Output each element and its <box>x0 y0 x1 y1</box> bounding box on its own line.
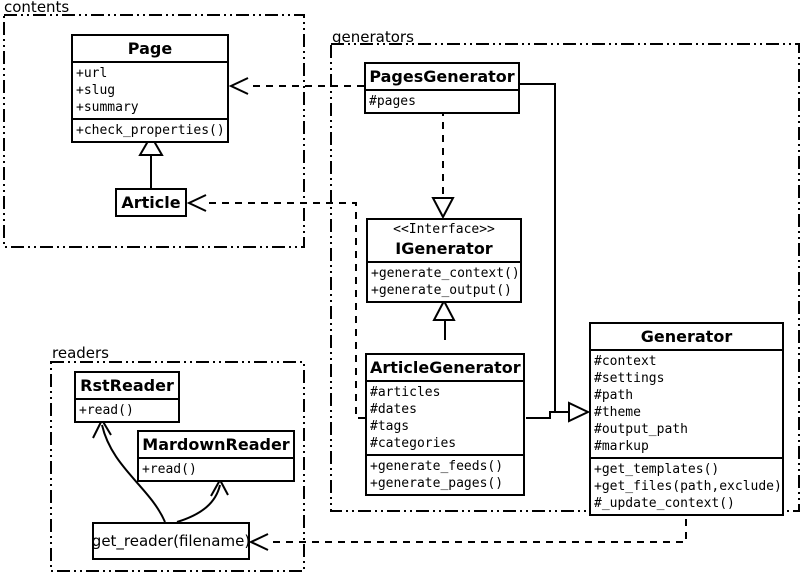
class-generator-methods: +get_templates() +get_files(path,exclude… <box>591 457 782 514</box>
realization-articlegenerator-to-igenerator <box>432 298 456 340</box>
dependency-articlegenerator-to-article <box>186 194 365 419</box>
attribute: +summary <box>76 100 139 115</box>
attribute: #path <box>594 388 634 403</box>
attribute: #markup <box>594 439 649 454</box>
class-articlegenerator-attributes: #articles #dates #tags #categories <box>367 380 523 454</box>
attribute: #tags <box>370 419 410 434</box>
class-pagesgenerator: PagesGenerator #pages <box>364 62 520 114</box>
class-pagesgenerator-title: PagesGenerator <box>369 67 515 86</box>
package-contents-border <box>3 14 305 248</box>
package-readers-border <box>50 361 305 572</box>
method: +get_templates() <box>594 462 720 477</box>
attribute: #articles <box>370 385 441 400</box>
class-igenerator-stereotype: <<Interface>> <box>393 222 495 237</box>
package-label-readers: readers <box>52 344 109 362</box>
class-article: Article <box>115 188 187 217</box>
method: +generate_context() <box>371 266 520 281</box>
class-rstreader: RstReader +read() <box>74 371 180 423</box>
class-mardownreader: MardownReader +read() <box>137 430 295 482</box>
method: +generate_output() <box>371 283 512 298</box>
class-mardownreader-methods: +read() <box>139 457 293 480</box>
method: +read() <box>79 403 134 418</box>
method: #_update_context() <box>594 496 735 511</box>
class-generator: Generator #context #settings #path #them… <box>589 322 784 516</box>
attribute: +slug <box>76 83 116 98</box>
inheritance-article-to-page <box>138 134 164 188</box>
class-generator-attributes: #context #settings #path #theme #output_… <box>591 349 782 457</box>
class-article-title: Article <box>121 193 181 212</box>
method: +generate_feeds() <box>370 459 504 474</box>
function-get-reader: get_reader(filename) <box>92 522 250 560</box>
package-generators-border <box>330 43 800 512</box>
class-articlegenerator-title: ArticleGenerator <box>370 358 521 377</box>
method: +get_files(path,exclude) <box>594 479 782 494</box>
attribute: #pages <box>369 94 416 109</box>
class-rstreader-methods: +read() <box>76 398 178 421</box>
attribute: +url <box>76 66 108 81</box>
class-articlegenerator: ArticleGenerator #articles #dates #tags … <box>365 353 525 496</box>
class-articlegenerator-methods: +generate_feeds() +generate_pages() <box>367 454 523 494</box>
function-get-reader-label: get_reader(filename) <box>91 532 251 550</box>
class-pagesgenerator-attributes: #pages <box>366 89 518 112</box>
class-igenerator-methods: +generate_context() +generate_output() <box>368 261 520 301</box>
class-page-attributes: +url +slug +summary <box>73 61 227 118</box>
package-label-generators: generators <box>332 28 414 46</box>
class-igenerator: <<Interface>> IGenerator +generate_conte… <box>366 218 522 303</box>
attribute: #context <box>594 354 657 369</box>
dependency-generator-to-get-reader <box>248 506 687 551</box>
attribute: #dates <box>370 402 417 417</box>
attribute: #categories <box>370 436 457 451</box>
class-page: Page +url +slug +summary +check_properti… <box>71 34 229 143</box>
class-page-methods: +check_properties() <box>73 118 227 141</box>
realization-pagesgenerator-to-igenerator <box>431 109 455 220</box>
class-rstreader-title: RstReader <box>80 376 174 395</box>
arrow-get-reader-to-mardownreader <box>176 477 229 523</box>
attribute: #output_path <box>594 422 688 437</box>
class-generator-title: Generator <box>640 327 733 346</box>
inheritance-generators-to-generator <box>519 83 591 423</box>
dependency-pagesgenerator-to-page <box>228 77 364 95</box>
method: +generate_pages() <box>370 476 504 491</box>
attribute: #theme <box>594 405 641 420</box>
method: +check_properties() <box>76 123 225 138</box>
method: +read() <box>142 462 197 477</box>
package-label-contents: contents <box>4 0 70 16</box>
class-mardownreader-title: MardownReader <box>142 435 290 454</box>
attribute: #settings <box>594 371 665 386</box>
class-page-title: Page <box>127 39 173 58</box>
class-igenerator-title: IGenerator <box>395 239 493 258</box>
